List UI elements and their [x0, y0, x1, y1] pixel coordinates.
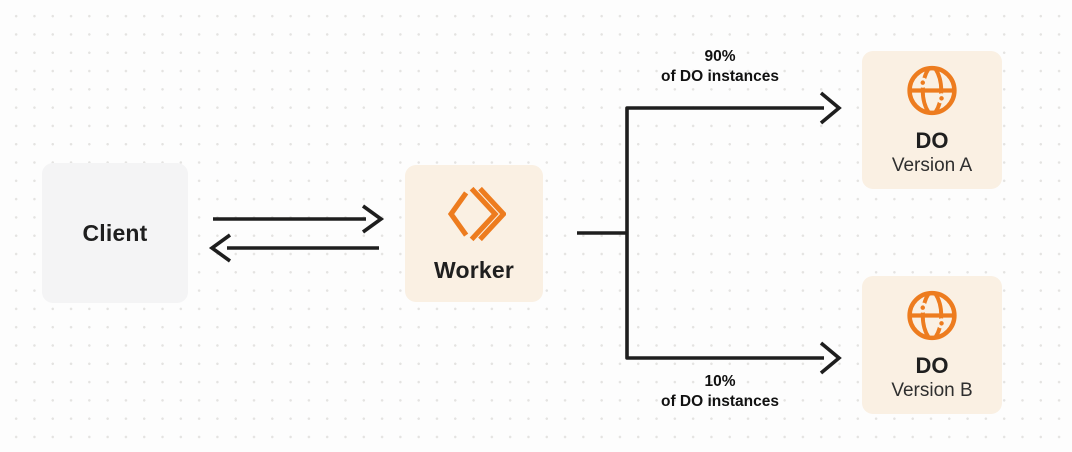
- do-version-b-subtitle: Version B: [891, 380, 973, 401]
- client-to-worker-arrowhead-icon: [361, 204, 385, 234]
- client-node: Client: [42, 163, 188, 303]
- branch-split-line: [625, 106, 824, 360]
- top-branch-label: 90% of DO instances: [620, 47, 820, 87]
- client-node-label: Client: [82, 219, 148, 246]
- top-branch-caption: of DO instances: [661, 68, 779, 85]
- bottom-branch-label: 10% of DO instances: [620, 372, 820, 412]
- do-version-a-title: DO: [915, 128, 949, 153]
- globe-icon: [907, 290, 957, 341]
- do-version-a-node: DO Version A: [862, 51, 1002, 189]
- worker-node: Worker: [405, 165, 543, 302]
- cloudflare-workers-icon: [447, 186, 506, 242]
- branch-b-arrowhead-icon: [819, 341, 842, 375]
- bottom-branch-caption: of DO instances: [661, 393, 779, 410]
- branch-a-arrowhead-icon: [819, 91, 842, 125]
- worker-node-label: Worker: [433, 257, 515, 283]
- do-version-b-title: DO: [915, 353, 949, 378]
- top-branch-percent: 90%: [704, 48, 736, 65]
- worker-to-client-arrowhead-icon: [208, 233, 232, 263]
- do-version-a-subtitle: Version A: [891, 155, 973, 176]
- globe-icon: [907, 65, 957, 116]
- bottom-branch-percent: 10%: [704, 373, 736, 390]
- do-version-b-node: DO Version B: [862, 276, 1002, 414]
